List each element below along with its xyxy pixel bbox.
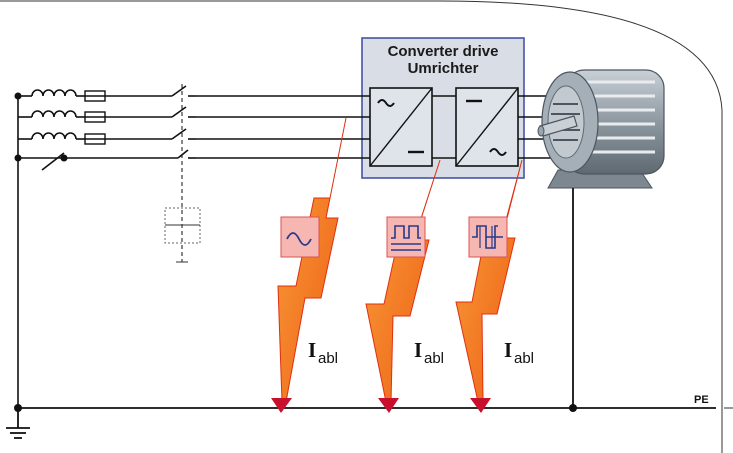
leakage-current-label-1: I abl bbox=[308, 338, 338, 367]
inverter-block bbox=[455, 87, 519, 167]
rcd-symbol bbox=[164, 207, 201, 263]
arrow-head bbox=[378, 398, 399, 413]
arrow-head bbox=[271, 398, 292, 413]
leakage-current-label-3: I abl bbox=[504, 338, 534, 367]
pe-conductor bbox=[6, 188, 716, 439]
sine-waveform-box bbox=[280, 216, 320, 258]
sine-icon bbox=[286, 232, 312, 246]
svg-text:abl: abl bbox=[424, 350, 444, 367]
ac-symbol-icon bbox=[489, 148, 507, 156]
dc-link bbox=[432, 95, 456, 159]
leakage-bolt-1 bbox=[271, 117, 347, 413]
motor bbox=[537, 69, 665, 189]
pe-label: PE bbox=[694, 394, 709, 406]
converter-title-line2: Umrichter bbox=[408, 60, 479, 77]
line-inductors bbox=[31, 89, 85, 171]
rectifier-block bbox=[369, 87, 433, 167]
svg-text:I: I bbox=[504, 338, 512, 362]
leakage-bolt-2 bbox=[365, 159, 441, 413]
inductor-1 bbox=[31, 89, 77, 97]
converter-title-line1: Converter drive bbox=[388, 43, 499, 60]
leakage-bolt-3 bbox=[455, 159, 523, 413]
pwm-waveform-box bbox=[468, 216, 508, 258]
pwm-pulse-icon bbox=[472, 225, 503, 249]
mains-wiring bbox=[17, 95, 178, 408]
svg-text:abl: abl bbox=[514, 350, 534, 367]
arrow-head bbox=[470, 398, 491, 413]
leakage-current-label-2: I abl bbox=[414, 338, 444, 367]
svg-text:abl: abl bbox=[318, 350, 338, 367]
svg-text:I: I bbox=[414, 338, 422, 362]
rectangular-pulse-icon bbox=[391, 225, 421, 239]
rectangular-waveform-box bbox=[386, 216, 426, 258]
feeder-lines bbox=[196, 95, 370, 159]
inductor-3 bbox=[31, 132, 77, 140]
main-switch bbox=[171, 84, 196, 262]
neutral-slash bbox=[41, 152, 65, 171]
inductor-2 bbox=[31, 110, 77, 118]
svg-text:I: I bbox=[308, 338, 316, 362]
ac-symbol-icon bbox=[377, 99, 395, 107]
junction-dots bbox=[14, 92, 577, 412]
fuses bbox=[84, 90, 106, 145]
